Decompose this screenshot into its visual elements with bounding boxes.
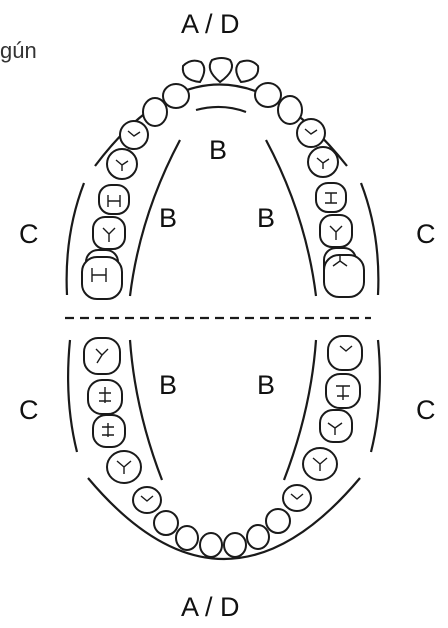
lower-left-cheek-line — [68, 340, 77, 452]
tooth — [210, 58, 232, 82]
tooth — [236, 61, 258, 82]
label-lower-right-outer: C — [416, 397, 436, 424]
label-upper-left-outer: C — [19, 221, 39, 248]
tooth — [163, 84, 189, 108]
label-upper-right-inner: B — [257, 205, 275, 232]
label-top: A / D — [181, 11, 240, 38]
label-bottom: A / D — [181, 594, 240, 621]
tooth — [328, 336, 362, 370]
tooth — [320, 215, 352, 247]
label-lower-right-inner: B — [257, 372, 275, 399]
tooth — [308, 147, 338, 177]
tooth — [154, 511, 178, 535]
tooth — [283, 485, 311, 511]
upper-teeth — [82, 58, 364, 299]
label-palate-center: B — [209, 137, 227, 164]
tooth — [278, 96, 302, 124]
label-upper-left-inner: B — [159, 205, 177, 232]
tooth — [324, 255, 364, 297]
label-lower-left-outer: C — [19, 397, 39, 424]
tooth — [143, 98, 167, 126]
tooth — [107, 149, 137, 179]
tooth — [133, 487, 161, 513]
tooth — [183, 61, 204, 82]
lower-right-cheek-line — [371, 340, 380, 452]
lower-teeth — [84, 336, 362, 557]
tooth — [82, 257, 122, 299]
tooth — [247, 525, 269, 549]
tooth — [200, 533, 222, 557]
tooth — [93, 217, 125, 249]
lower-inner-lines — [130, 340, 316, 480]
label-upper-right-outer: C — [416, 221, 436, 248]
tooth — [224, 533, 246, 557]
tooth — [99, 185, 129, 214]
clipped-text-fragment: gún — [0, 40, 37, 62]
label-lower-left-inner: B — [159, 372, 177, 399]
tooth — [297, 119, 325, 147]
tooth — [93, 415, 125, 447]
tooth — [266, 509, 290, 533]
tooth — [255, 83, 281, 107]
tooth — [176, 526, 198, 550]
tooth — [120, 121, 148, 149]
tooth — [320, 410, 352, 442]
